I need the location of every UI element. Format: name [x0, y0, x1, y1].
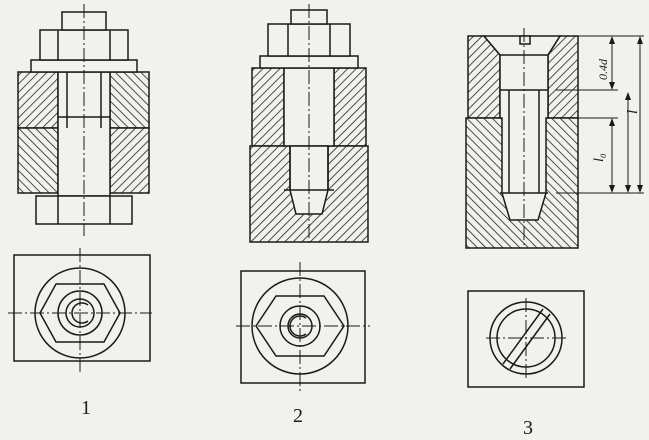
dimension-head-depth: 0.4d [596, 58, 610, 80]
lower-plate [17, 127, 59, 194]
dimension-thread-length: l₀ [592, 153, 607, 162]
view-label-3: 3 [523, 417, 533, 439]
stud-screw-top-view [236, 262, 370, 392]
bolt-and-nut-section-view [17, 4, 150, 236]
view-label-1: 1 [81, 397, 91, 419]
countersunk-screw-section-view [465, 28, 644, 249]
dimension-length: l [625, 110, 641, 114]
bolt-shank [57, 71, 111, 197]
view-label-2: 2 [293, 405, 303, 427]
upper-plate [17, 71, 59, 129]
countersunk-screw-top-view [467, 290, 585, 388]
stud-screw-section-view [249, 4, 369, 244]
bolt-and-nut-top-view [8, 248, 152, 372]
